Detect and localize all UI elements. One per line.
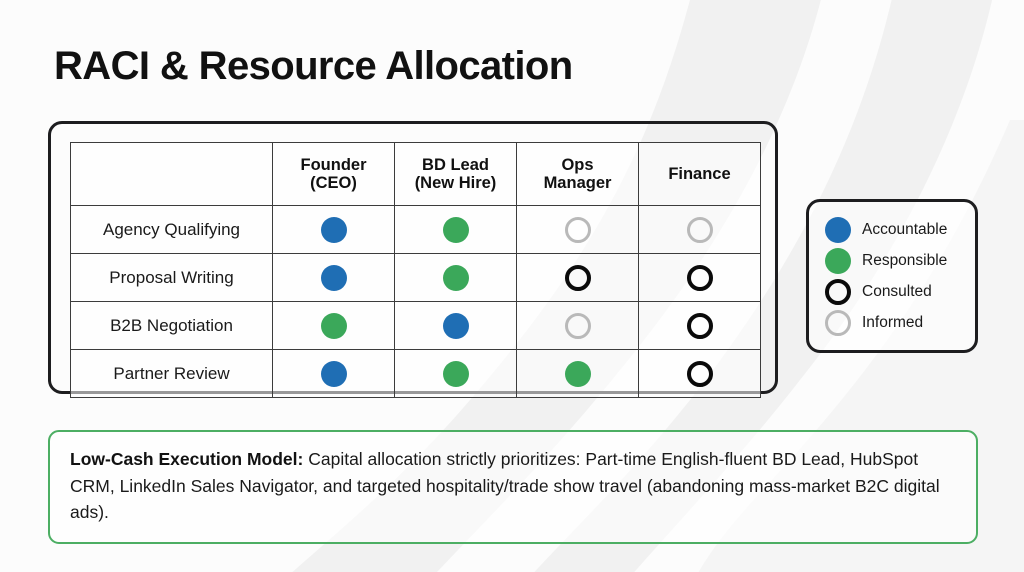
accountable-marker-icon <box>825 216 851 243</box>
accountable-marker-icon <box>320 360 347 387</box>
legend-item-label: Responsible <box>862 251 948 269</box>
responsible-marker-icon <box>442 360 469 387</box>
accountable-marker-icon <box>442 312 469 339</box>
header-line-2: Manager <box>543 174 612 192</box>
informed-marker-icon <box>564 216 591 243</box>
responsible-marker-icon <box>320 312 347 339</box>
raci-cell-founder <box>272 205 395 254</box>
informed-marker-icon <box>825 309 851 336</box>
header-line-1: Founder <box>300 155 367 174</box>
consulted-marker-icon <box>686 360 713 387</box>
raci-cell-ops_manager <box>516 301 639 350</box>
row-label-cell: Agency Qualifying <box>70 205 273 254</box>
callout-lead-label: Low-Cash Execution Model: <box>70 449 304 469</box>
consulted-marker-icon <box>825 278 851 305</box>
header-cell-founder: Founder (CEO) <box>272 142 395 206</box>
accountable-marker-icon <box>320 264 347 291</box>
header-cell-ops-manager: Ops Manager <box>516 142 639 206</box>
raci-cell-founder <box>272 301 395 350</box>
low-cash-execution-callout: Low-Cash Execution Model: Capital alloca… <box>48 430 978 544</box>
legend-item-label: Consulted <box>862 282 932 300</box>
raci-cell-bd_lead <box>394 301 517 350</box>
raci-cell-finance <box>638 349 761 398</box>
legend-item-label: Accountable <box>862 220 948 238</box>
raci-cell-finance <box>638 253 761 302</box>
informed-marker-icon <box>564 312 591 339</box>
header-line-2: (CEO) <box>310 174 357 192</box>
callout-text: Low-Cash Execution Model: Capital alloca… <box>70 446 956 526</box>
responsible-marker-icon <box>442 216 469 243</box>
header-cell-bd-lead: BD Lead (New Hire) <box>394 142 517 206</box>
table-header-row: Founder (CEO) BD Lead (New Hire) Ops Man… <box>70 142 761 206</box>
consulted-marker-icon <box>564 264 591 291</box>
raci-cell-bd_lead <box>394 253 517 302</box>
responsible-marker-icon <box>564 360 591 387</box>
responsible-marker-icon <box>442 264 469 291</box>
legend-item-label: Informed <box>862 313 924 331</box>
header-cell-corner <box>70 142 273 206</box>
raci-cell-ops_manager <box>516 253 639 302</box>
raci-cell-ops_manager <box>516 205 639 254</box>
table-row: Proposal Writing <box>70 253 761 302</box>
row-label-cell: B2B Negotiation <box>70 301 273 350</box>
raci-cell-bd_lead <box>394 349 517 398</box>
informed-marker-icon <box>686 216 713 243</box>
raci-cell-founder <box>272 253 395 302</box>
consulted-marker-icon <box>686 312 713 339</box>
raci-matrix-card: Founder (CEO) BD Lead (New Hire) Ops Man… <box>48 121 778 398</box>
row-label-cell: Proposal Writing <box>70 253 273 302</box>
accountable-marker-icon <box>320 216 347 243</box>
header-cell-finance: Finance <box>638 142 761 206</box>
legend-item-informed: Informed <box>825 307 975 338</box>
raci-matrix-table: Founder (CEO) BD Lead (New Hire) Ops Man… <box>70 142 761 398</box>
raci-cell-finance <box>638 301 761 350</box>
header-line-1: Ops <box>561 155 594 174</box>
table-row: Partner Review <box>70 349 761 398</box>
row-label-cell: Partner Review <box>70 349 273 398</box>
header-line-1: Finance <box>668 164 731 183</box>
table-row: B2B Negotiation <box>70 301 761 350</box>
header-line-2: (New Hire) <box>414 174 497 192</box>
table-row: Agency Qualifying <box>70 205 761 254</box>
header-line-1: BD Lead <box>422 155 489 174</box>
consulted-marker-icon <box>686 264 713 291</box>
raci-cell-bd_lead <box>394 205 517 254</box>
page-title: RACI & Resource Allocation <box>54 44 573 88</box>
legend-item-responsible: Responsible <box>825 245 975 276</box>
raci-cell-finance <box>638 205 761 254</box>
raci-cell-founder <box>272 349 395 398</box>
responsible-marker-icon <box>825 247 851 274</box>
legend-item-accountable: Accountable <box>825 214 975 245</box>
raci-cell-ops_manager <box>516 349 639 398</box>
legend-item-consulted: Consulted <box>825 276 975 307</box>
